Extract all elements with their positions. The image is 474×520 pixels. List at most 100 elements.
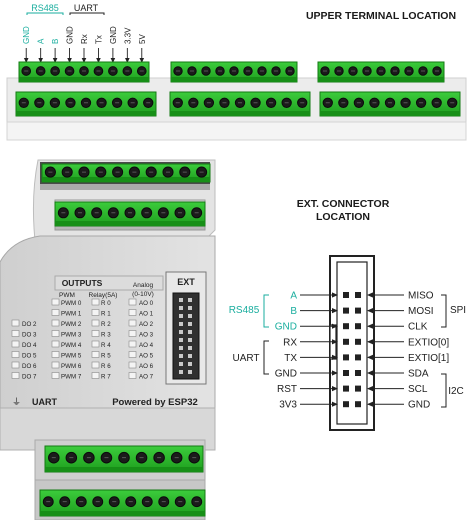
device-ext-pin	[179, 314, 183, 318]
ext-left-label: RX	[283, 337, 297, 348]
ext-pin-left	[343, 401, 349, 408]
pwm-label: PWM 7	[61, 374, 82, 381]
device-ext-pin	[179, 306, 183, 310]
rs485-bracket	[26, 12, 64, 15]
ext-pin-left	[343, 354, 349, 361]
led-pwm	[51, 298, 60, 306]
ext-pin-right	[355, 370, 361, 376]
upper-pin-label: A	[37, 38, 46, 44]
upper-block-3-top	[317, 61, 445, 83]
ao-label: AO 6	[139, 363, 154, 370]
ao-label: AO 2	[139, 321, 154, 328]
upper-pin-arrows	[23, 48, 145, 63]
led-ao	[128, 298, 137, 306]
ext-left-label: GND	[275, 369, 297, 380]
uart-bracket	[69, 12, 105, 15]
col-pwm-label: PWM	[59, 292, 75, 299]
led-ao	[128, 309, 137, 316]
ao-label: AO 0	[139, 300, 154, 307]
ext-pin-right	[355, 354, 361, 361]
relay-label: R 6	[101, 363, 111, 370]
do-label: DO 4	[22, 342, 37, 349]
device-ext-label: EXT	[177, 277, 195, 287]
led-do	[11, 340, 20, 348]
ao-label: AO 7	[139, 374, 154, 381]
relay-label: R 5	[101, 353, 111, 360]
ao-label: AO 1	[139, 311, 154, 318]
pwm-label: PWM 6	[61, 363, 82, 370]
pwm-label: PWM 0	[61, 300, 82, 307]
led-do	[11, 330, 20, 337]
powered-by-label: Powered by ESP32	[112, 397, 198, 408]
device-ext-pin	[188, 338, 192, 342]
device-ext-pin	[179, 370, 183, 374]
ext-connector-pins	[343, 292, 361, 408]
led-relay	[91, 309, 100, 316]
pwm-label: PWM 2	[61, 321, 82, 328]
ext-pin-right	[355, 307, 361, 314]
ext-group-rs485: RS485	[229, 305, 260, 316]
led-ao	[128, 372, 137, 379]
led-pwm	[51, 351, 60, 358]
ext-pin-right	[355, 385, 361, 392]
relay-label: R 4	[101, 342, 111, 349]
device-ext-pin	[188, 370, 192, 374]
upper-housing-base	[6, 121, 467, 141]
led-ao	[128, 361, 137, 369]
relay-label: R 2	[101, 321, 111, 328]
relay-label: R 1	[101, 311, 111, 318]
led-relay	[91, 351, 100, 358]
ext-left-label: RST	[277, 384, 297, 395]
upper-block-2-top	[170, 61, 298, 83]
led-pwm	[51, 330, 60, 337]
ext-group-uart: UART	[232, 353, 259, 364]
led-pwm	[51, 361, 60, 369]
ext-pin-right	[355, 401, 361, 408]
device-ext-pin	[188, 346, 192, 350]
device-ext-pin	[179, 330, 183, 334]
ext-i2c-bracket	[441, 373, 447, 408]
ext-right-label: SCL	[408, 384, 428, 395]
ext-left-label: GND	[275, 322, 297, 333]
led-pwm	[51, 372, 60, 379]
pwm-label: PWM 4	[61, 342, 82, 349]
led-do	[11, 361, 20, 369]
device-ext-pin	[188, 322, 192, 326]
ext-pin-left	[343, 323, 349, 330]
device-block-bottom	[39, 489, 206, 517]
ext-group-i2c: I2C	[448, 386, 464, 397]
ext-left-label: A	[290, 291, 297, 302]
pwm-label: PWM 5	[61, 353, 82, 360]
ext-pin-left	[343, 307, 349, 314]
led-pwm	[51, 340, 60, 348]
ext-pin-right	[355, 338, 361, 345]
led-relay	[91, 298, 100, 306]
upper-pin-label: GND	[66, 26, 75, 44]
ext-left-label: TX	[284, 353, 297, 364]
device-block-top	[41, 163, 211, 183]
ext-title-line2: LOCATION	[316, 211, 370, 223]
device-ext-pin	[188, 330, 192, 334]
ext-pin-right	[355, 323, 361, 330]
led-relay	[91, 340, 100, 348]
led-ao	[128, 340, 137, 348]
device-ext-pin	[188, 306, 192, 310]
pwm-label: PWM 3	[61, 332, 82, 339]
upper-block-1-bottom	[15, 91, 157, 117]
outputs-title: OUTPUTS	[62, 278, 103, 288]
device-ext-pin	[179, 338, 183, 342]
relay-label: R 3	[101, 332, 111, 339]
ext-pin-left	[343, 338, 349, 345]
upper-block-2-bottom	[169, 91, 311, 117]
device-uart-icon: ⏚	[12, 397, 21, 407]
led-ao	[128, 319, 137, 327]
ext-spi-bracket	[441, 294, 447, 328]
ao-label: AO 4	[139, 342, 154, 349]
outputs-plate	[54, 275, 164, 291]
ext-title-line1: EXT. CONNECTOR	[297, 198, 390, 210]
device-block-upper	[54, 201, 206, 227]
ext-left-label: 3V3	[279, 400, 297, 411]
